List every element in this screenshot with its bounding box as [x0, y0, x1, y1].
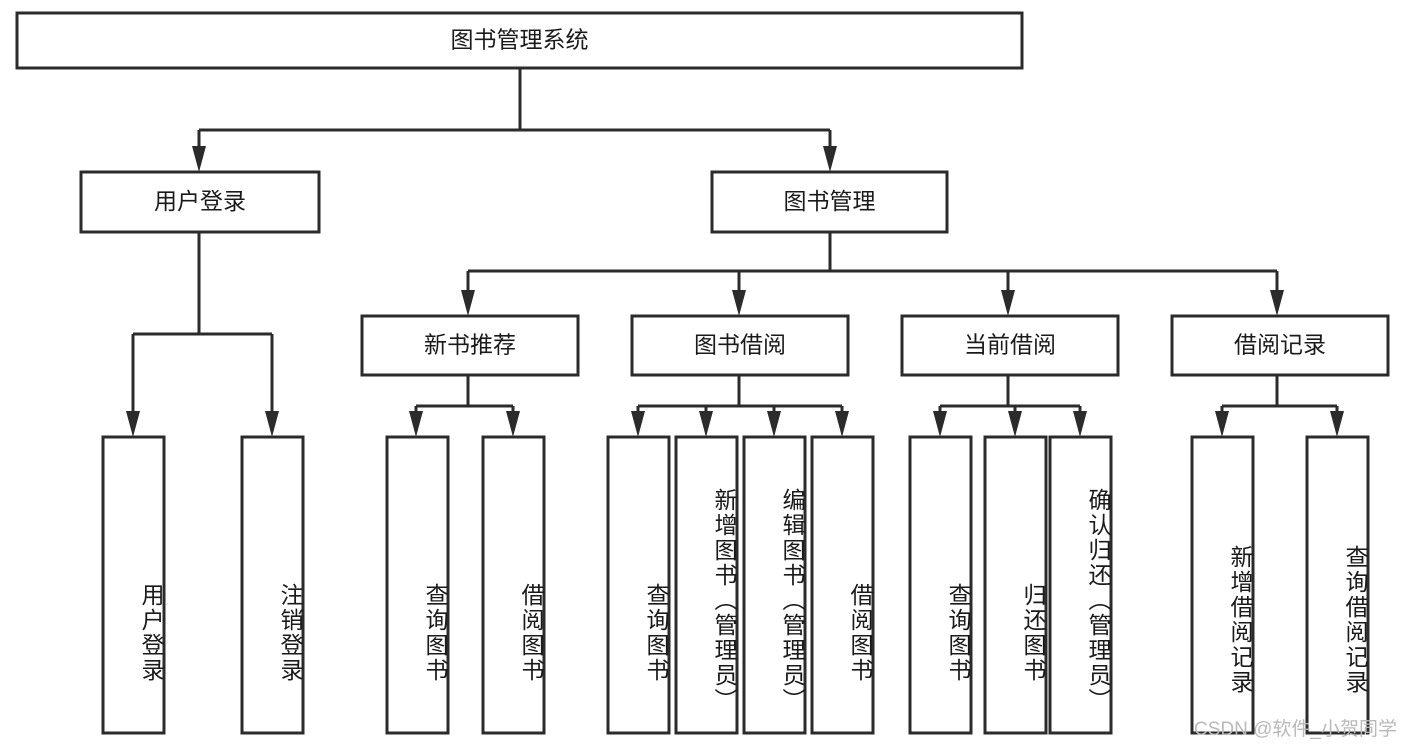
node-user-login[interactable]	[79, 170, 321, 234]
node-box-leaf-confirm-return-admin[interactable]	[1048, 435, 1113, 735]
node-box-root[interactable]	[15, 11, 1024, 70]
node-box-leaf-borrow-book-recommend[interactable]	[481, 435, 546, 735]
node-leaf-query-book-recommend[interactable]	[385, 435, 450, 735]
node-leaf-edit-book-admin[interactable]	[742, 435, 807, 735]
node-root[interactable]	[15, 11, 1024, 70]
node-leaf-user-login[interactable]	[101, 435, 166, 735]
node-leaf-borrow-book[interactable]	[810, 435, 875, 735]
borrow-arrow-2-head	[767, 411, 781, 437]
node-box-leaf-add-borrow-record[interactable]	[1190, 435, 1255, 735]
book-manage-arrow-3-head	[1270, 290, 1284, 316]
root-arrow-0-head	[192, 146, 206, 172]
connector-layer	[126, 68, 1344, 437]
node-label-root: 图书管理系统	[451, 27, 589, 53]
node-borrow-record[interactable]	[1170, 314, 1390, 377]
node-box-book-manage[interactable]	[710, 170, 949, 234]
book-manage-arrow-2-head	[1001, 290, 1015, 316]
node-box-borrow-record[interactable]	[1170, 314, 1390, 377]
node-leaf-confirm-return-admin[interactable]	[1048, 435, 1113, 735]
node-book-borrow[interactable]	[630, 314, 850, 377]
node-leaf-add-book-admin[interactable]	[674, 435, 739, 735]
node-leaf-borrow-book-recommend[interactable]	[481, 435, 546, 735]
record-arrow-0-head	[1215, 411, 1229, 437]
user-login-arrow-0-head	[126, 411, 140, 437]
book-manage-arrow-0-head	[461, 290, 475, 316]
book-manage-arrow-1-head	[732, 290, 746, 316]
borrow-arrow-0-head	[631, 411, 645, 437]
csdn-watermark: CSDN @软件_小贺同学	[1194, 719, 1397, 740]
user-login-arrow-1-head	[265, 411, 279, 437]
node-box-layer	[15, 11, 1390, 735]
node-current-borrow[interactable]	[900, 314, 1120, 377]
recommend-arrow-1-head	[506, 411, 520, 437]
node-box-leaf-query-book-borrow[interactable]	[606, 435, 671, 735]
node-label-current-borrow: 当前借阅	[964, 332, 1056, 358]
node-label-user-login: 用户登录	[154, 188, 246, 214]
node-box-leaf-query-book-current[interactable]	[908, 435, 973, 735]
current-arrow-1-head	[1008, 411, 1022, 437]
borrow-arrow-1-head	[699, 411, 713, 437]
node-leaf-query-borrow-record[interactable]	[1305, 435, 1370, 735]
node-label-book-manage: 图书管理	[784, 188, 876, 214]
node-leaf-logout[interactable]	[240, 435, 305, 735]
root-arrow-1-head	[823, 146, 837, 172]
record-arrow-1-head	[1330, 411, 1344, 437]
borrow-arrow-3-head	[835, 411, 849, 437]
node-box-current-borrow[interactable]	[900, 314, 1120, 377]
node-box-user-login[interactable]	[79, 170, 321, 234]
node-leaf-query-book-current[interactable]	[908, 435, 973, 735]
node-box-leaf-edit-book-admin[interactable]	[742, 435, 807, 735]
node-new-book-recommend[interactable]	[360, 314, 580, 377]
node-leaf-add-borrow-record[interactable]	[1190, 435, 1255, 735]
node-label-new-book-recommend: 新书推荐	[424, 332, 516, 358]
node-book-manage[interactable]	[710, 170, 949, 234]
node-box-leaf-query-borrow-record[interactable]	[1305, 435, 1370, 735]
current-arrow-2-head	[1073, 411, 1087, 437]
node-box-book-borrow[interactable]	[630, 314, 850, 377]
node-box-leaf-add-book-admin[interactable]	[674, 435, 739, 735]
node-label-book-borrow: 图书借阅	[694, 332, 786, 358]
node-box-leaf-user-login[interactable]	[101, 435, 166, 735]
node-box-leaf-return-book[interactable]	[983, 435, 1048, 735]
node-box-leaf-borrow-book[interactable]	[810, 435, 875, 735]
node-leaf-return-book[interactable]	[983, 435, 1048, 735]
recommend-arrow-0-head	[409, 411, 423, 437]
node-box-leaf-query-book-recommend[interactable]	[385, 435, 450, 735]
node-box-leaf-logout[interactable]	[240, 435, 305, 735]
node-box-new-book-recommend[interactable]	[360, 314, 580, 377]
node-label-borrow-record: 借阅记录	[1234, 332, 1326, 358]
current-arrow-0-head	[933, 411, 947, 437]
node-leaf-query-book-borrow[interactable]	[606, 435, 671, 735]
